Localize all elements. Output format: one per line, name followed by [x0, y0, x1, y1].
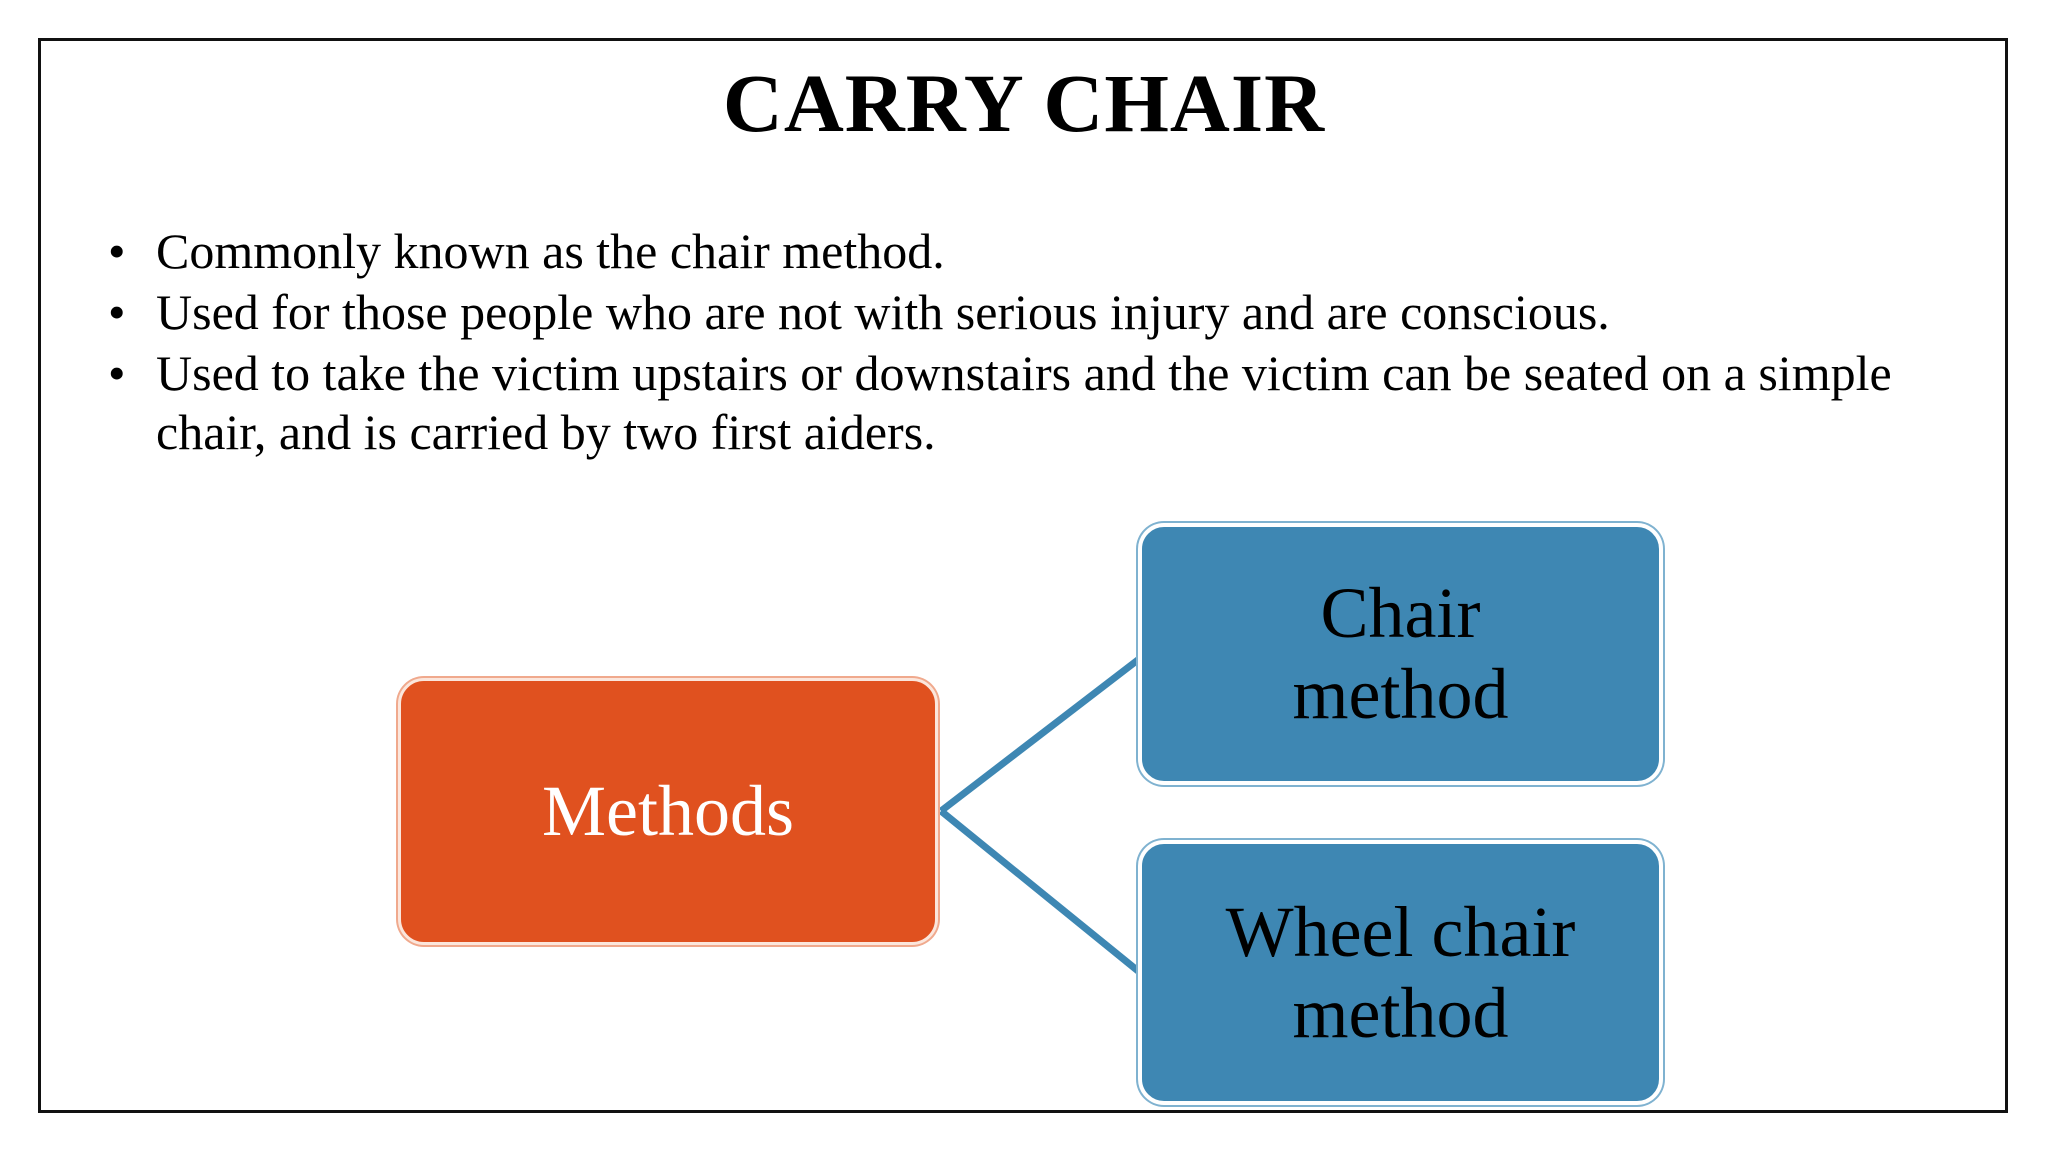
bullet-marker-icon: • [108, 345, 126, 401]
bullet-item-3: • Used to take the victim upstairs or do… [108, 344, 1988, 462]
slide-border-frame [38, 38, 2008, 1113]
bullet-marker-icon: • [108, 223, 126, 279]
diagram-node-wheel-chair-method-label: Wheel chair method [1225, 891, 1576, 1053]
bullet-marker-icon: • [108, 284, 126, 340]
diagram-node-methods-label: Methods [542, 770, 794, 851]
slide-title: CARRY CHAIR [722, 57, 1326, 149]
bullet-text-2: Used for those people who are not with s… [156, 284, 1610, 340]
diagram-node-wheel-chair-method[interactable]: Wheel chair method [1138, 840, 1663, 1105]
bullet-list: • Commonly known as the chair method. • … [108, 222, 1988, 464]
bullet-item-2: • Used for those people who are not with… [108, 283, 1988, 342]
bullet-text-1: Commonly known as the chair method. [156, 223, 945, 279]
diagram-node-methods[interactable]: Methods [398, 678, 938, 945]
bullet-text-3: Used to take the victim upstairs or down… [156, 345, 1892, 460]
diagram-node-chair-method-label: Chair method [1292, 573, 1509, 734]
diagram-node-chair-method[interactable]: Chair method [1138, 523, 1663, 785]
bullet-item-1: • Commonly known as the chair method. [108, 222, 1988, 281]
